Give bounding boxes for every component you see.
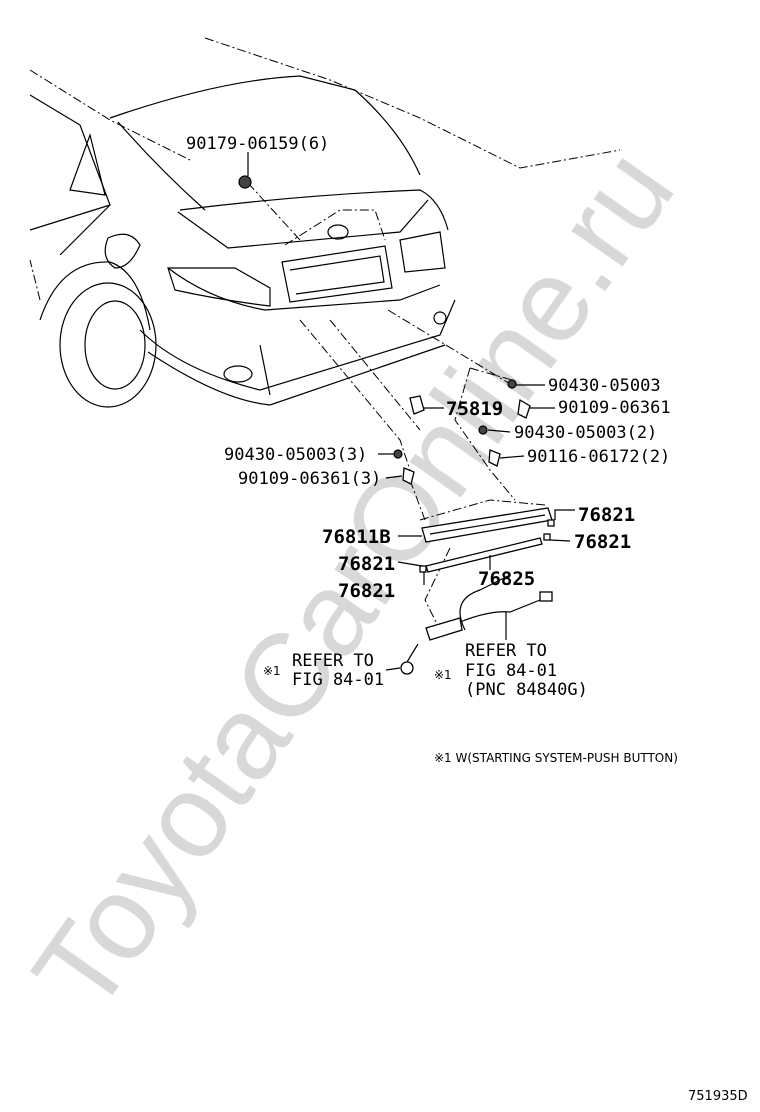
label-76825: 76825 <box>478 568 535 590</box>
assembly-lines <box>247 182 546 631</box>
clip-90179-icon <box>238 175 252 189</box>
nut-90430-2-icon <box>478 425 488 435</box>
label-90430: 90430-05003 <box>548 376 661 396</box>
leader-lines <box>247 152 575 671</box>
refer-left-mark: ※1 <box>263 664 281 678</box>
refer-right-line1: REFER TO <box>465 641 547 661</box>
label-76811b: 76811B <box>322 526 391 548</box>
refer-right-mark: ※1 <box>434 668 452 682</box>
refer-left: ※1 REFER TO FIG 84-01 <box>263 651 384 690</box>
label-75819: 75819 <box>446 398 503 420</box>
screw-refer-icon <box>400 661 414 675</box>
label-90109-3: 90109-06361(3) <box>238 469 381 489</box>
nut-90430-icon <box>507 379 517 389</box>
clip-76821-c-icon <box>419 565 427 573</box>
nut-90430-3-icon <box>393 449 403 459</box>
label-76821-d: 76821 <box>574 531 631 553</box>
clip-76821-a-icon <box>547 519 555 527</box>
switch-icon <box>425 617 463 641</box>
molding-76825 <box>425 537 543 573</box>
label-76821-c: 76821 <box>338 580 395 602</box>
connector-icon <box>539 591 553 602</box>
refer-right-line3: (PNC 84840G) <box>465 680 588 700</box>
figure-code: 751935D <box>688 1089 748 1104</box>
label-90109: 90109-06361 <box>558 398 671 418</box>
label-90179: 90179-06159(6) <box>186 134 329 154</box>
refer-left-line1: REFER TO <box>292 651 374 671</box>
label-90116: 90116-06172(2) <box>527 447 670 467</box>
refer-right: ※1 REFER TO FIG 84-01 (PNC 84840G) <box>434 641 588 700</box>
screw-90116-icon <box>488 449 501 467</box>
clip-75819-icon <box>409 395 425 415</box>
label-90430-3: 90430-05003(3) <box>224 445 367 465</box>
part-labels: 90179-06159(6) 90430-05003 75819 90109-0… <box>186 134 671 602</box>
parts <box>238 175 555 675</box>
screw-90109-3-icon <box>402 467 415 485</box>
label-90430-2: 90430-05003(2) <box>514 423 657 443</box>
car-body <box>29 37 621 408</box>
refer-right-line2: FIG 84-01 <box>465 661 557 681</box>
label-76821-a: 76821 <box>578 504 635 526</box>
label-76821-b: 76821 <box>338 553 395 575</box>
screw-90109-icon <box>517 398 531 419</box>
footnote: ※1 W(STARTING SYSTEM-PUSH BUTTON) <box>434 751 678 765</box>
refer-left-line2: FIG 84-01 <box>292 670 384 690</box>
clip-76821-b-icon <box>543 533 551 541</box>
